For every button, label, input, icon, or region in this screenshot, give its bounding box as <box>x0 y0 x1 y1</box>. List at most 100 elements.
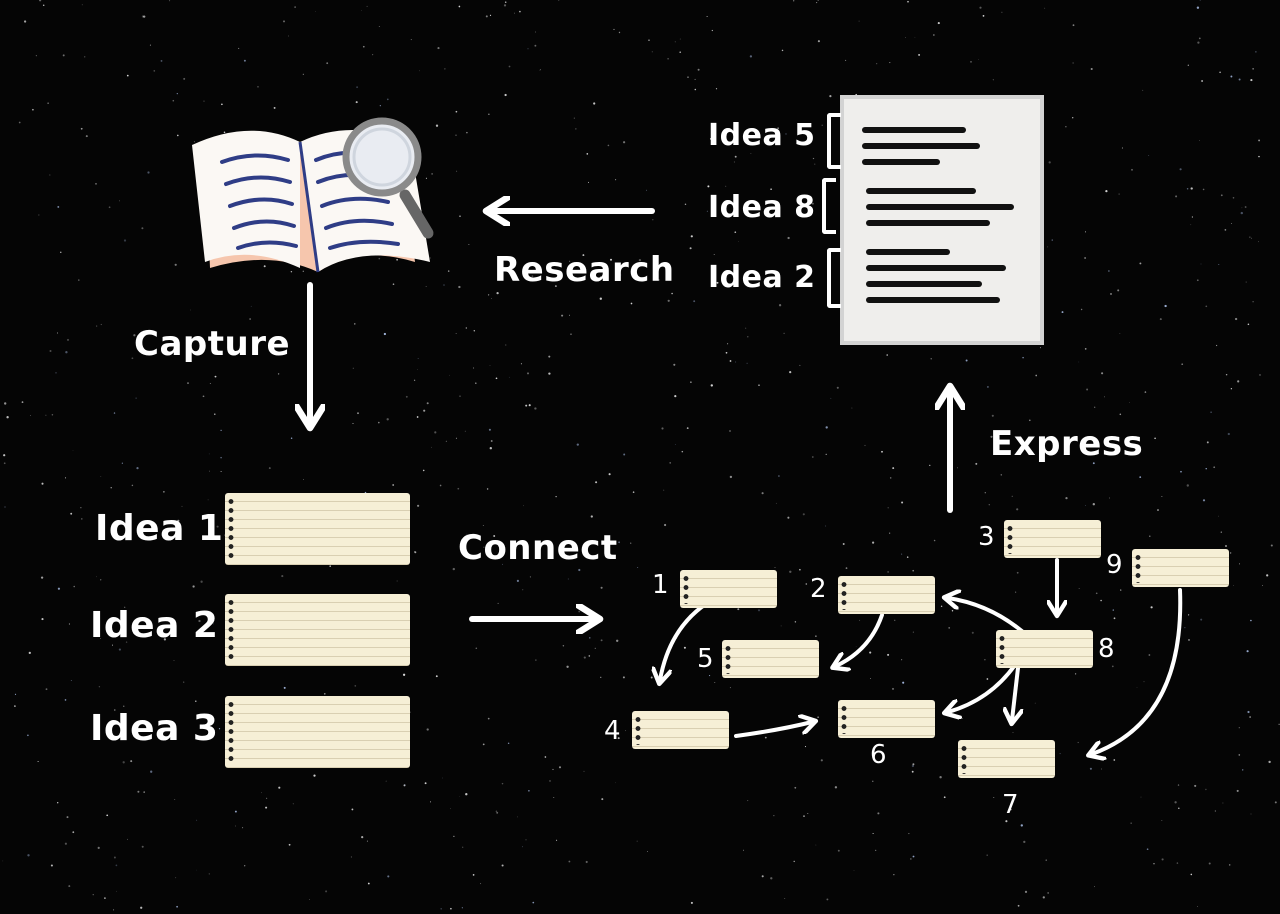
star <box>872 780 874 782</box>
star <box>558 0 560 1</box>
star <box>466 533 467 535</box>
star <box>892 467 895 470</box>
star <box>648 39 650 41</box>
star <box>435 675 438 678</box>
star <box>690 381 692 383</box>
star <box>1022 356 1024 359</box>
star <box>278 786 281 789</box>
star <box>534 44 537 47</box>
star <box>73 585 75 588</box>
star <box>505 344 507 346</box>
star <box>133 334 136 337</box>
star <box>57 802 59 804</box>
star <box>820 759 823 762</box>
star <box>750 153 752 154</box>
star <box>119 200 121 202</box>
star <box>1199 140 1200 141</box>
star <box>455 134 457 136</box>
star <box>907 0 909 3</box>
star <box>1065 496 1068 500</box>
star <box>679 51 682 54</box>
star <box>439 484 442 487</box>
star <box>65 351 68 354</box>
star <box>1224 229 1227 231</box>
star <box>450 907 452 910</box>
star <box>366 840 368 842</box>
star <box>462 846 464 848</box>
star <box>600 639 603 642</box>
star <box>1250 619 1252 622</box>
star <box>778 304 782 307</box>
star <box>893 874 895 876</box>
star <box>1202 188 1205 191</box>
star <box>1044 7 1046 9</box>
star <box>392 283 395 286</box>
star <box>1178 807 1180 810</box>
star <box>136 467 139 470</box>
star <box>817 40 820 43</box>
star <box>683 646 686 649</box>
star <box>608 473 611 476</box>
star <box>244 865 246 867</box>
star <box>590 515 593 518</box>
network-note-7 <box>958 740 1055 778</box>
star <box>1245 281 1247 283</box>
network-number: 8 <box>1098 634 1115 664</box>
star <box>1225 545 1227 547</box>
star <box>567 578 569 580</box>
star <box>821 124 823 127</box>
doc-idea-label: Idea 8 <box>708 190 816 225</box>
star <box>532 901 535 904</box>
star <box>100 323 102 326</box>
star <box>57 332 58 334</box>
star <box>716 281 719 284</box>
star <box>812 157 815 160</box>
star <box>517 816 518 818</box>
star <box>805 583 808 585</box>
star <box>1028 419 1031 422</box>
star <box>273 106 276 109</box>
star <box>574 262 578 265</box>
network-note-2 <box>838 576 935 614</box>
star <box>277 373 280 375</box>
star <box>27 854 30 857</box>
star <box>45 414 47 416</box>
star <box>174 799 176 800</box>
star <box>41 482 44 485</box>
star <box>457 487 460 490</box>
star <box>64 477 67 479</box>
star <box>141 845 144 848</box>
star <box>387 875 390 878</box>
network-note-4 <box>632 711 729 749</box>
star <box>288 35 290 37</box>
star <box>618 31 621 34</box>
star <box>1246 650 1249 653</box>
idea-1-label: Idea 1 <box>95 508 224 549</box>
star <box>570 333 572 336</box>
star <box>508 65 511 68</box>
star <box>1139 262 1142 265</box>
star <box>1214 810 1216 812</box>
star <box>113 856 116 859</box>
star <box>200 580 203 583</box>
star <box>1140 796 1142 798</box>
star <box>121 462 123 464</box>
star <box>558 766 562 769</box>
star <box>356 86 359 89</box>
star <box>764 736 767 739</box>
star <box>60 251 62 253</box>
idea-3-note <box>225 696 410 768</box>
star <box>765 136 768 139</box>
star <box>403 784 406 786</box>
star <box>1161 858 1164 861</box>
star <box>1200 263 1202 265</box>
network-number: 3 <box>978 522 995 552</box>
star <box>1261 584 1264 587</box>
star <box>971 631 974 634</box>
star <box>706 15 708 18</box>
star <box>417 504 420 507</box>
star <box>1236 789 1239 792</box>
star <box>176 93 178 95</box>
star <box>288 843 291 846</box>
link-8-6 <box>948 663 1017 712</box>
